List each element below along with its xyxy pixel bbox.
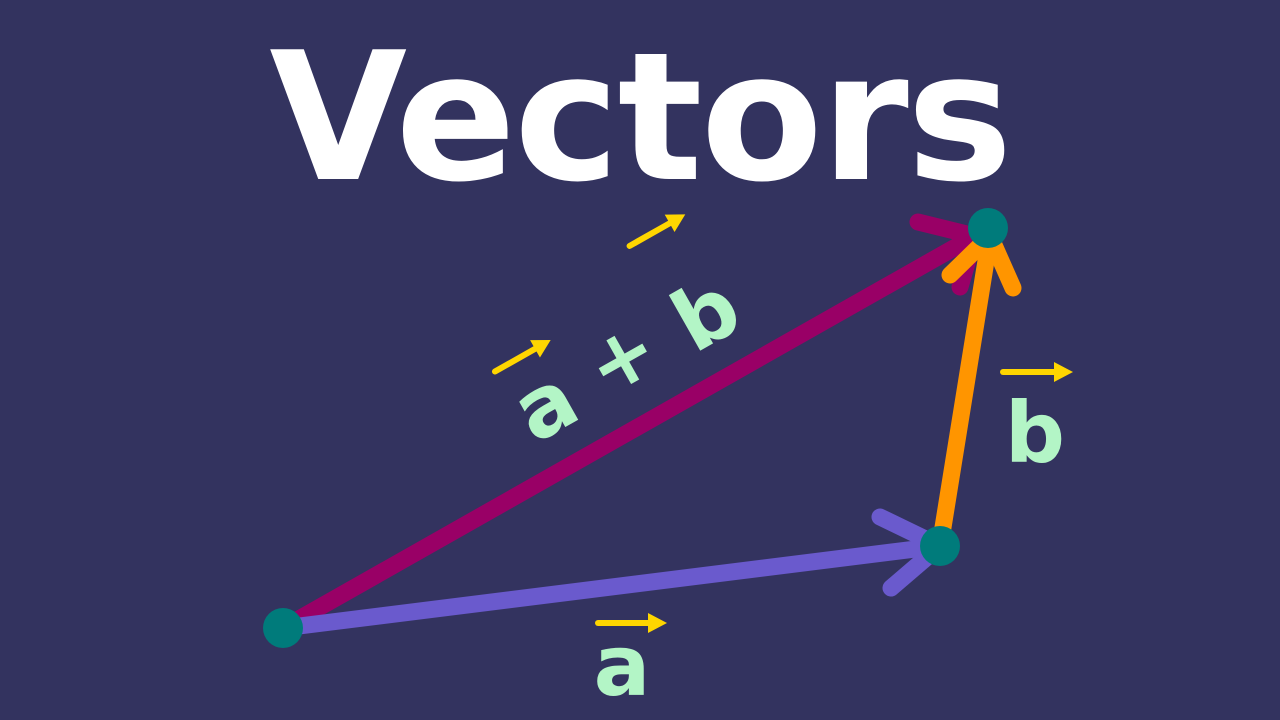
label-vector-a: a bbox=[594, 613, 667, 715]
vector-a-line bbox=[274, 537, 949, 637]
label-b-text: b bbox=[1005, 384, 1065, 482]
vector-sum-line bbox=[274, 227, 984, 637]
label-sum-b-text: b bbox=[656, 257, 757, 372]
vector-arrow-mark-icon bbox=[626, 214, 686, 249]
label-a-text: a bbox=[594, 617, 651, 715]
vector-arrow-mark-icon bbox=[491, 339, 551, 375]
vector-b-line bbox=[931, 227, 999, 555]
vector-arrow-mark-icon bbox=[595, 613, 667, 633]
vector-sum bbox=[274, 213, 984, 637]
vector-arrow-mark-icon bbox=[1000, 362, 1073, 382]
vector-b bbox=[931, 227, 1022, 555]
start-point bbox=[263, 608, 303, 648]
label-sum-plus-text: + bbox=[570, 301, 674, 415]
middle-point bbox=[920, 526, 960, 566]
label-vector-sum: a + b bbox=[491, 214, 757, 462]
label-vector-b: b bbox=[1000, 362, 1073, 482]
page-title: Vectors bbox=[269, 14, 1012, 221]
end-point bbox=[968, 208, 1008, 248]
